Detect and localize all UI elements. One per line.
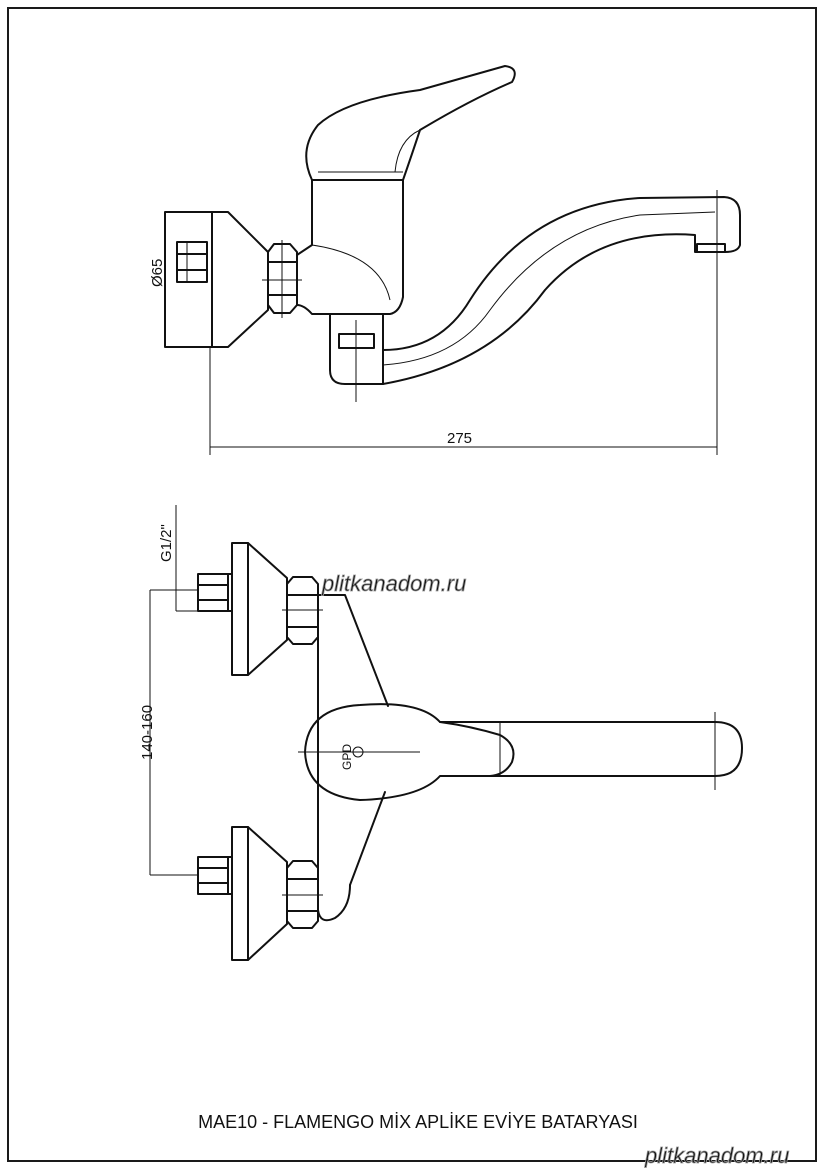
wall-flange [211,211,269,348]
spacing-label: 140-160 [139,705,156,760]
brand-logo: GPD [340,744,354,770]
drawing-title: MAE10 - FLAMENGO MİX APLİKE EVİYE BATARY… [198,1112,638,1132]
lower-hex-coupling [286,860,319,929]
watermark-corner: plitkanadom.ru [644,1143,789,1168]
lower-inlet-nut [197,856,229,895]
inlet-nut [176,241,208,283]
front-view: GPD G1/2" 140-160 [139,505,743,961]
spout [382,196,741,385]
upper-wall-plate [231,542,249,676]
lower-wall-plate [231,826,249,961]
wall-plate [164,211,213,348]
lower-flange [247,826,288,961]
side-view: Ø65 275 [149,65,741,455]
mixer-crossbar [317,594,351,922]
upper-flange [247,542,288,676]
outlet-block [329,313,384,385]
upper-inlet-nut [197,573,229,612]
thread-label: G1/2" [158,524,175,562]
aerator [696,243,726,253]
watermark-center: plitkanadom.ru [321,571,466,596]
lever-top [439,721,515,777]
drawing-sheet [7,7,817,1162]
lever-handle [305,65,516,181]
diameter-label: Ø65 [149,259,166,287]
length-label: 275 [447,430,472,447]
mixer-body [296,179,404,315]
